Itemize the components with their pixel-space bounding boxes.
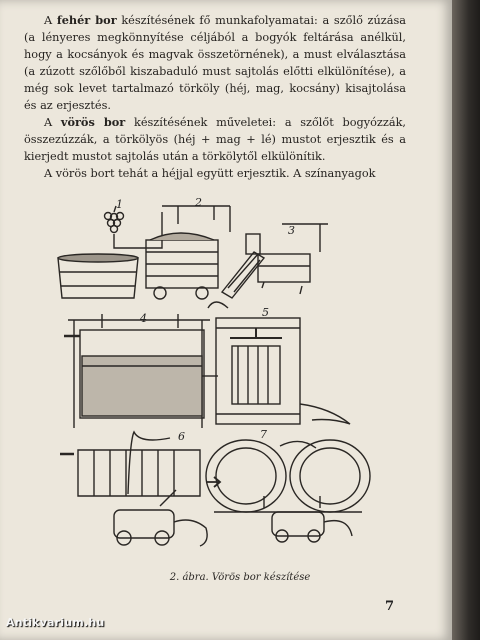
figure-caption: 2. ábra. Vörös bor készítése bbox=[0, 572, 480, 583]
book-edge bbox=[452, 0, 480, 640]
grape-tub-icon bbox=[57, 253, 139, 299]
paragraph2-rest: készítésének műveletei: a szőlőt bogyózz… bbox=[24, 116, 407, 163]
fermentation-vat-icon bbox=[64, 314, 218, 428]
label-5: 5 bbox=[262, 306, 269, 319]
term-white-wine: fehér bor bbox=[56, 13, 117, 27]
paragraph1-lead: A bbox=[44, 14, 57, 27]
body-text: A fehér bor készítésének fő munkafolyama… bbox=[24, 12, 406, 182]
paragraph1-rest: készítésének fő munkafolyamatai: a szőlő… bbox=[24, 14, 406, 112]
storage-barrels-icon bbox=[205, 439, 371, 543]
label-6: 6 bbox=[178, 430, 185, 443]
label-3: 3 bbox=[288, 224, 295, 237]
paragraph-red-wine: A vörös bor készítésének műveletei: a sz… bbox=[24, 114, 406, 165]
winemaking-illustration: 1 2 3 4 5 6 7 bbox=[57, 196, 371, 547]
paragraph-white-wine: A fehér bor készítésének fő munkafolyama… bbox=[24, 12, 406, 114]
barrel-pump-icon bbox=[77, 430, 208, 547]
crusher-cart-icon bbox=[145, 205, 231, 300]
label-1: 1 bbox=[116, 198, 123, 211]
caption-text: 2. ábra. Vörös bor készítése bbox=[169, 572, 311, 583]
grape-cluster-icon bbox=[103, 205, 125, 234]
term-red-wine: vörös bor bbox=[60, 115, 126, 129]
elevator-press-icon bbox=[220, 223, 328, 299]
watermark: Antikvarium.hu bbox=[6, 616, 105, 629]
book-page: A fehér bor készítésének fő munkafolyama… bbox=[0, 0, 452, 640]
label-2: 2 bbox=[194, 196, 202, 209]
label-4: 4 bbox=[139, 312, 147, 325]
page-number: 7 bbox=[385, 599, 395, 614]
label-7: 7 bbox=[260, 428, 267, 441]
paragraph2-lead: A bbox=[44, 116, 61, 129]
paragraph-continuation: A vörös bort tehát a héjjal együtt erjes… bbox=[44, 167, 376, 180]
scene-labels: 1 2 3 4 5 6 7 bbox=[116, 196, 295, 443]
basket-press-icon bbox=[207, 301, 351, 425]
